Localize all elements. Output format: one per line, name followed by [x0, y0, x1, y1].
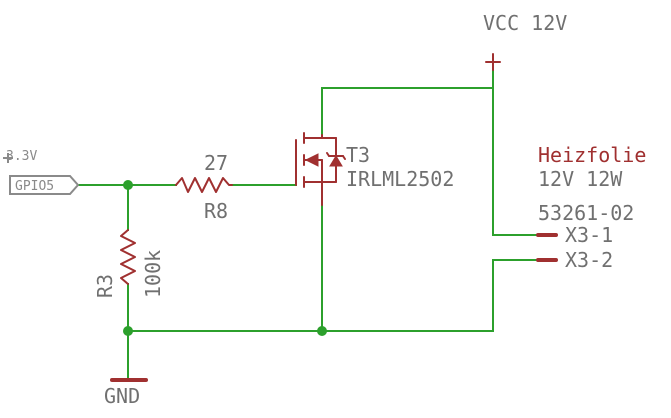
vcc-label: VCC 12V [483, 11, 567, 35]
heater-part-number: 53261-02 [538, 201, 634, 225]
junction-source-node [317, 326, 327, 336]
wires [77, 69, 539, 379]
r3-name: R3 [93, 274, 117, 298]
heater-rating: 12V 12W [538, 167, 623, 191]
mosfet-arrow-icon [304, 153, 319, 167]
x3-pin1-label: X3-1 [565, 223, 613, 247]
ground-symbol: GND [104, 378, 148, 408]
r8-value: 27 [204, 151, 228, 175]
gpio-port-frame [9, 175, 80, 195]
input-voltage-label: 3.3V [6, 149, 37, 164]
junction-r3-bottom [123, 326, 133, 336]
connector-x3: X3-1 X3-2 [536, 223, 613, 272]
resistor-r3-zigzag [120, 229, 136, 285]
x3-pin2-label: X3-2 [565, 248, 613, 272]
heater-title: Heizfolie [538, 143, 646, 167]
resistor-r3: R3 100k [93, 229, 165, 298]
r3-value: 100k [141, 250, 165, 298]
gpio-port: 3.3V GPIO5 [3, 149, 80, 195]
r8-name: R8 [204, 199, 228, 223]
mosfet-name: T3 [346, 143, 370, 167]
gpio-port-label: GPIO5 [15, 179, 54, 194]
junction-gate-node [123, 180, 133, 190]
resistor-r8-zigzag [175, 177, 233, 193]
mosfet-t3: T3 IRLML2502 [295, 132, 454, 206]
vcc-supply-symbol: VCC 12V [483, 11, 567, 71]
resistor-r8: 27 R8 [175, 151, 233, 223]
heater-block: Heizfolie 12V 12W 53261-02 [538, 143, 646, 225]
ground-label: GND [104, 384, 140, 408]
mosfet-part: IRLML2502 [346, 167, 454, 191]
body-diode-icon [329, 155, 343, 167]
